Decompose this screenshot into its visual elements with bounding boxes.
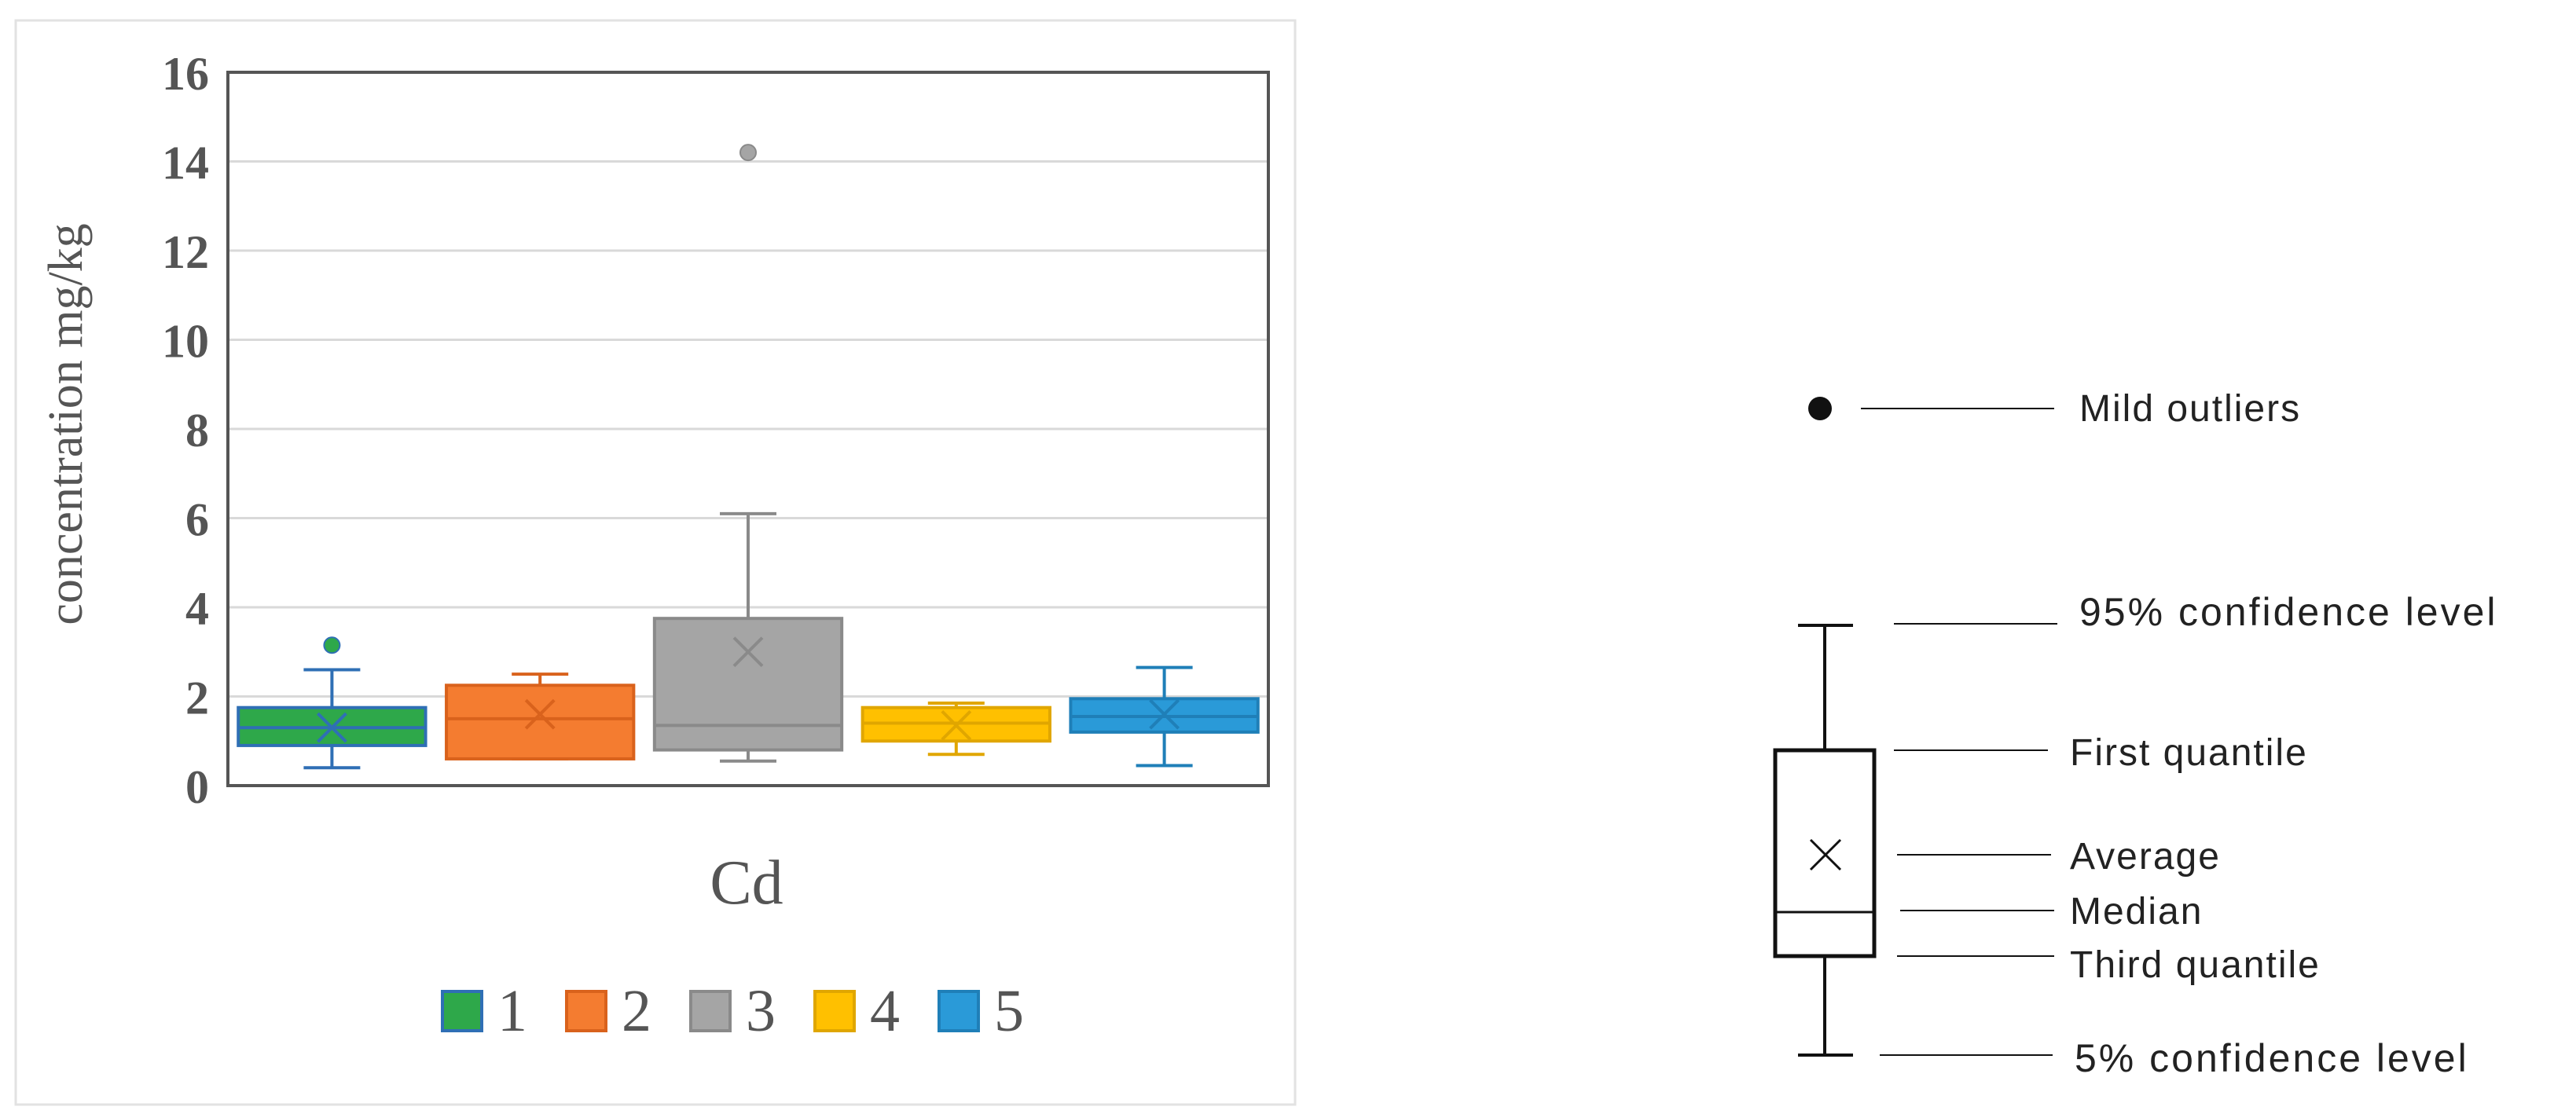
box bbox=[445, 683, 636, 760]
legend: 1 2 3 4 5 bbox=[441, 978, 1024, 1044]
legend-swatch bbox=[938, 990, 980, 1032]
mean-marker bbox=[732, 636, 764, 668]
legend-label: 1 bbox=[497, 978, 527, 1044]
legend-swatch bbox=[441, 990, 483, 1032]
y-tick-label: 2 bbox=[185, 672, 209, 724]
box-group bbox=[237, 636, 427, 770]
key-outliers-label: Mild outliers bbox=[2079, 388, 2301, 430]
key-high-label: 95% confidence level bbox=[2079, 590, 2498, 634]
key-q-top-label: First quantile bbox=[2070, 732, 2308, 774]
outlier-point bbox=[739, 144, 757, 162]
legend-label: 4 bbox=[870, 978, 900, 1044]
legend-label: 2 bbox=[622, 978, 651, 1044]
box-key-diagram: Mild outliers 95% confidence level First… bbox=[1773, 388, 2498, 1080]
legend-swatch bbox=[813, 990, 856, 1032]
legend-swatch bbox=[565, 990, 607, 1032]
legend-swatch bbox=[689, 990, 732, 1032]
mean-marker bbox=[941, 709, 972, 741]
x-axis-label: Cd bbox=[710, 848, 783, 918]
mean-marker bbox=[316, 712, 347, 743]
y-tick-label: 12 bbox=[162, 226, 209, 278]
y-tick-label: 6 bbox=[185, 494, 209, 546]
mean-marker bbox=[524, 698, 556, 730]
y-tick-label: 10 bbox=[162, 316, 209, 368]
box-group bbox=[652, 144, 844, 763]
y-tick-label: 14 bbox=[162, 137, 209, 189]
key-outlier-marker bbox=[1808, 397, 1832, 420]
legend-label: 5 bbox=[994, 978, 1024, 1044]
key-mean-label: Average bbox=[2070, 836, 2221, 878]
y-tick-label: 16 bbox=[162, 48, 209, 100]
key-low-label: 5% confidence level bbox=[2075, 1036, 2469, 1080]
key-q-bottom-label: Third quantile bbox=[2070, 944, 2321, 986]
box-group bbox=[1069, 665, 1260, 768]
plot-border bbox=[226, 71, 1270, 787]
y-axis-label: concentration mg/kg bbox=[39, 223, 93, 625]
key-mean-cross-b bbox=[1809, 838, 1842, 871]
key-median-label: Median bbox=[2070, 891, 2203, 933]
y-tick-label: 0 bbox=[185, 761, 209, 813]
mean-marker bbox=[1149, 698, 1180, 730]
outlier-point bbox=[323, 636, 341, 654]
box-group bbox=[445, 672, 636, 760]
legend-label: 3 bbox=[746, 978, 776, 1044]
y-tick-label: 8 bbox=[185, 405, 209, 456]
box-group bbox=[861, 702, 1051, 757]
plot-area: 0 2 4 6 8 10 12 14 16 bbox=[162, 48, 1270, 813]
box bbox=[652, 617, 844, 752]
y-tick-label: 4 bbox=[185, 583, 209, 635]
